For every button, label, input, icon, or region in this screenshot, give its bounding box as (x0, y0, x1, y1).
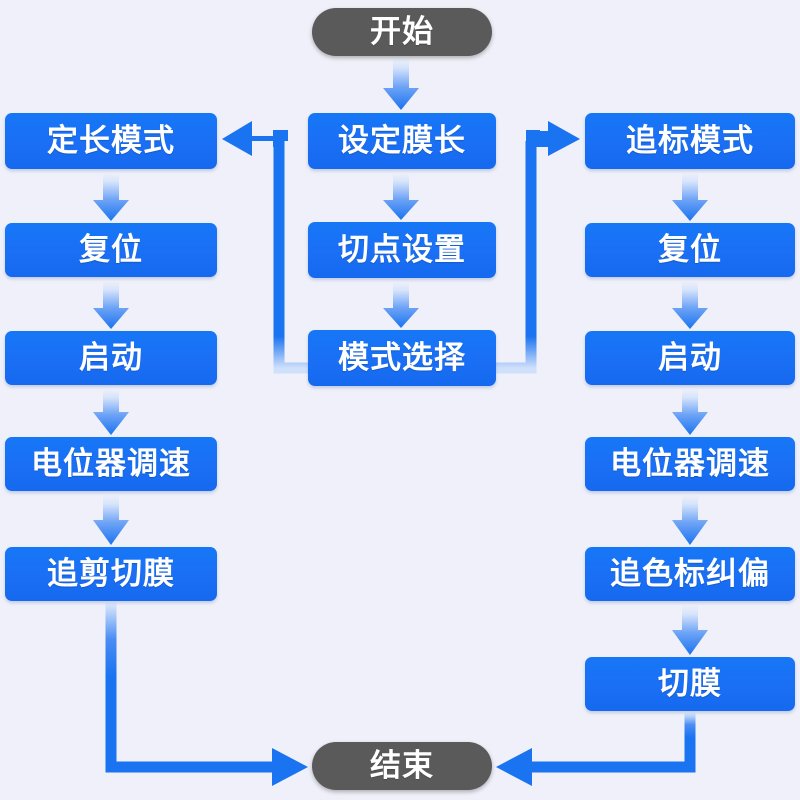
node-start[interactable]: 开始 (312, 8, 492, 56)
node-left-start-label: 启动 (79, 339, 143, 376)
node-left-start[interactable]: 启动 (5, 331, 217, 385)
node-left-reset[interactable]: 复位 (5, 223, 217, 277)
arrow-leftreset-to-start (93, 281, 129, 329)
arrow-righttrack-to-cut (672, 605, 708, 655)
node-left-potentiometer-speed[interactable]: 电位器调速 (5, 437, 217, 491)
connector-modesel-to-fixedlength (222, 121, 308, 374)
node-mark-tracking-mode-label: 追标模式 (626, 122, 754, 159)
node-right-potentiometer-speed-label: 电位器调速 (610, 445, 770, 482)
node-left-potentiometer-speed-label: 电位器调速 (31, 445, 191, 482)
node-left-chase-cut-film[interactable]: 追剪切膜 (5, 547, 217, 601)
connector-rightcut-to-end (496, 713, 696, 786)
arrow-leftspeed-to-cut (93, 495, 129, 545)
node-right-start[interactable]: 启动 (585, 331, 795, 385)
connector-modesel-to-marktracking (496, 121, 580, 374)
node-right-cut-film[interactable]: 切膜 (585, 657, 795, 711)
arrow-rightstart-to-speed (672, 389, 708, 435)
node-right-color-mark-correction-label: 追色标纠偏 (610, 555, 770, 592)
node-left-reset-label: 复位 (79, 231, 143, 268)
node-right-start-label: 启动 (658, 339, 722, 376)
arrow-rightspeed-to-track (672, 495, 708, 545)
node-cut-point-setting[interactable]: 切点设置 (308, 222, 496, 278)
node-fixed-length-mode-label: 定长模式 (47, 122, 175, 159)
arrow-rightmode-to-reset (672, 173, 708, 221)
node-right-cut-film-label: 切膜 (658, 665, 722, 702)
connector-leftcut-to-end (105, 603, 308, 786)
node-fixed-length-mode[interactable]: 定长模式 (5, 113, 217, 169)
node-mark-tracking-mode[interactable]: 追标模式 (585, 113, 795, 169)
arrow-rightreset-to-start (672, 281, 708, 329)
node-set-film-length[interactable]: 设定膜长 (308, 113, 496, 169)
node-end[interactable]: 结束 (312, 742, 492, 790)
arrow-cutpoint-to-modesel (383, 282, 419, 328)
node-right-reset-label: 复位 (658, 231, 722, 268)
node-start-label: 开始 (370, 13, 434, 50)
node-mode-selection-label: 模式选择 (338, 339, 466, 376)
node-left-chase-cut-film-label: 追剪切膜 (47, 555, 175, 592)
node-right-reset[interactable]: 复位 (585, 223, 795, 277)
node-right-potentiometer-speed[interactable]: 电位器调速 (585, 437, 795, 491)
node-mode-selection[interactable]: 模式选择 (308, 330, 496, 386)
node-end-label: 结束 (370, 747, 434, 784)
arrow-start-to-setlen (383, 58, 419, 110)
arrow-leftmode-to-reset (93, 173, 129, 221)
node-set-film-length-label: 设定膜长 (338, 122, 466, 159)
node-right-color-mark-correction[interactable]: 追色标纠偏 (585, 547, 795, 601)
node-cut-point-setting-label: 切点设置 (338, 231, 466, 268)
arrow-setlen-to-cutpoint (383, 173, 419, 220)
arrow-leftstart-to-speed (93, 389, 129, 435)
